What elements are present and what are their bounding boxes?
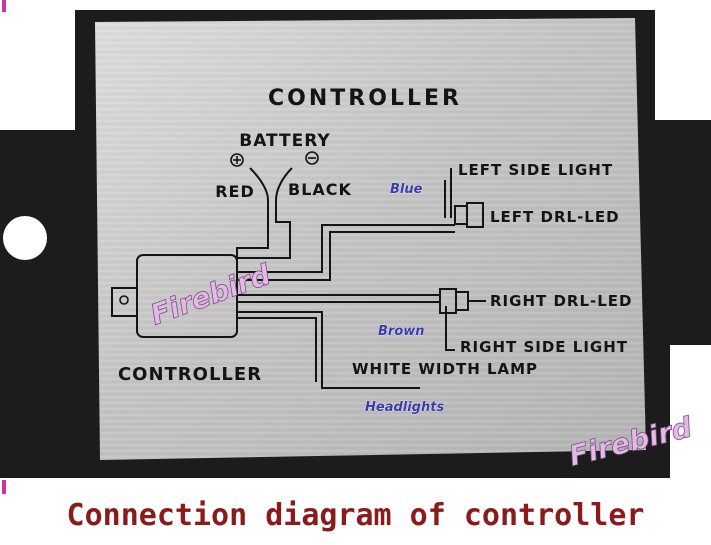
black-wire-label: BLACK	[288, 180, 352, 199]
negative-terminal-icon	[305, 151, 319, 165]
left-side-light-label: LEFT SIDE LIGHT	[458, 161, 613, 179]
left-connector	[454, 202, 484, 228]
right-side-light-label: RIGHT SIDE LIGHT	[460, 338, 628, 356]
controller-diagram-photo: CONTROLLER BATTERY RED BLACK CONTROLLER	[0, 10, 711, 478]
controller-mount-tab	[111, 287, 137, 317]
battery-label: BATTERY	[239, 131, 330, 151]
pink-marker-bottom	[2, 480, 6, 494]
pink-marker-top	[2, 0, 6, 12]
plate-title: CONTROLLER	[268, 86, 462, 111]
white-width-lamp-label: WHITE WIDTH LAMP	[352, 360, 538, 378]
diagram-caption: Connection diagram of controller	[66, 498, 645, 533]
bracket-hole	[3, 216, 47, 260]
brown-annotation: Brown	[378, 324, 425, 339]
left-drl-label: LEFT DRL-LED	[490, 208, 620, 226]
controller-label: CONTROLLER	[118, 364, 262, 385]
positive-terminal-icon	[230, 153, 244, 167]
headlights-annotation: Headlights	[365, 400, 444, 415]
mount-screw-icon	[119, 295, 129, 305]
right-drl-label: RIGHT DRL-LED	[490, 292, 633, 310]
label-plate-texture	[95, 18, 646, 460]
red-wire-label: RED	[215, 182, 255, 201]
blue-annotation: Blue	[390, 182, 423, 197]
wiring	[236, 167, 455, 389]
right-connector	[439, 288, 486, 314]
